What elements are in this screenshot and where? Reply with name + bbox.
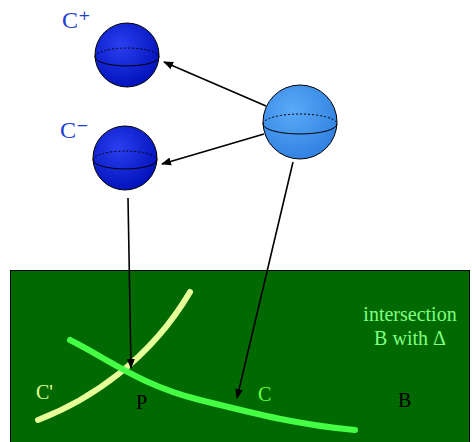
map-arrow: [237, 162, 293, 398]
sphere-outline: [95, 23, 159, 87]
region-label: B: [398, 388, 411, 412]
map-arrow: [128, 198, 131, 368]
curve-c-prime: [38, 292, 190, 420]
curve-c: [70, 340, 355, 430]
sphere-equator-back: [263, 114, 337, 124]
map-arrow: [162, 134, 264, 164]
sphere-equator-front: [263, 124, 337, 134]
ground-plane: [11, 271, 470, 442]
map-arrow: [164, 62, 266, 106]
sphere-label: C⁺: [62, 6, 91, 35]
sphere-outline: [93, 126, 157, 190]
sphere-node: C⁻: [56, 114, 164, 200]
ground-figure: [10, 270, 470, 442]
ground-region: intersection B with Δ B: [10, 270, 470, 442]
curve-label: C': [36, 380, 53, 404]
sphere-equator-back: [95, 48, 159, 57]
sphere-equator-front: [95, 57, 159, 66]
source-sphere: [263, 85, 337, 159]
point-label: P: [136, 390, 147, 414]
sphere-label: C⁻: [60, 116, 89, 145]
region-caption: intersection B with Δ: [355, 302, 465, 350]
sphere-equator-back: [93, 151, 157, 160]
sphere-equator-front: [93, 160, 157, 169]
curve-label: C: [258, 382, 271, 406]
sphere-node: C⁺: [56, 6, 164, 92]
